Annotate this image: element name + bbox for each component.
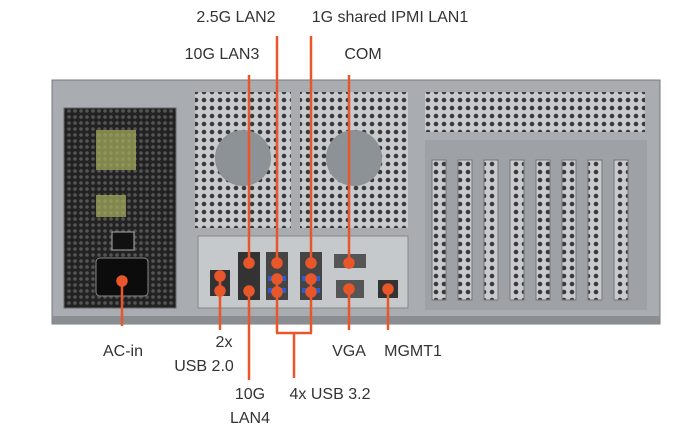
fans xyxy=(195,92,408,228)
label-usb3: 4x USB 3.2 xyxy=(289,386,371,403)
io-shield xyxy=(197,235,409,309)
label-lan2: 2.5G LAN2 xyxy=(196,9,276,26)
label-lan1: 1G shared IPMI LAN1 xyxy=(311,9,469,26)
callout-lines xyxy=(116,36,394,380)
label-com: COM xyxy=(344,46,382,63)
label-mgmt1: MGMT1 xyxy=(384,343,442,360)
label-lan4: LAN4 xyxy=(229,410,271,427)
label-usb2: USB 2.0 xyxy=(174,358,234,375)
label-lan3: 10G LAN3 xyxy=(184,46,260,63)
label-usb2-count: 2x xyxy=(215,334,233,351)
label-ac-in: AC-in xyxy=(102,343,144,360)
expansion-slots xyxy=(425,140,647,310)
power-supply xyxy=(63,107,177,309)
label-lan4-speed: 10G xyxy=(234,386,266,403)
power-switch[interactable] xyxy=(111,231,135,251)
vent-grill xyxy=(425,92,645,132)
label-vga: VGA xyxy=(332,343,366,360)
